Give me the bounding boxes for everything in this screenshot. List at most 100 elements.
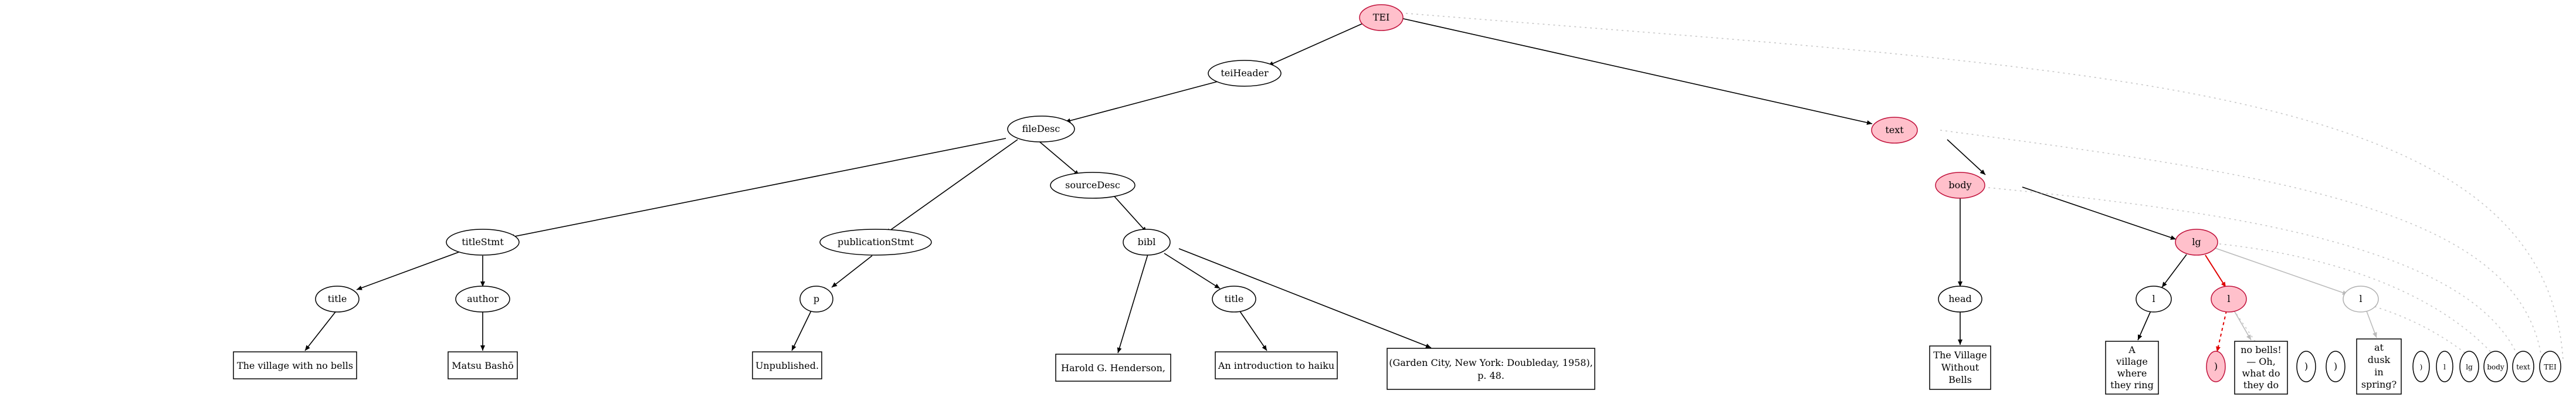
paren-node-red[interactable]: ) <box>2206 351 2226 382</box>
edge-p-leaf <box>791 309 812 351</box>
edge-bibl-henderson <box>1117 254 1148 354</box>
edge-title2-leaf <box>1238 309 1267 351</box>
edge-sourcedesc-bibl <box>1114 196 1147 233</box>
bibl-title-node[interactable]: title <box>1212 286 1256 313</box>
leaf-author-text[interactable]: Matsu Bashō <box>448 351 518 379</box>
edge-dotted-tei <box>1400 12 2564 361</box>
publicationstmt-label: publicationStmt <box>838 236 914 247</box>
svg-text:— Oh,: — Oh, <box>2246 356 2276 367</box>
edge-l3-leaf <box>2365 309 2377 338</box>
filedesc-label: fileDesc <box>1022 123 1060 134</box>
edge-dotted-l <box>2369 304 2476 361</box>
paren-node-1[interactable]: ) <box>2296 351 2316 382</box>
edge-titlestmt-title <box>356 252 459 290</box>
edge-lg-l3 <box>2209 246 2348 295</box>
bibl-title-label: title <box>1225 293 1244 304</box>
svg-text:The Village: The Village <box>1933 350 1987 361</box>
l-node-1[interactable]: l <box>2136 286 2172 313</box>
edge-title-leaf <box>304 309 338 351</box>
edge-lg-l1 <box>2161 254 2187 288</box>
mini-node-tei[interactable]: TEI <box>2539 351 2561 382</box>
leaf-head-text[interactable]: The Village Without Bells <box>1929 345 1991 390</box>
l-label-1: l <box>2152 293 2155 304</box>
l-node-2[interactable]: l <box>2211 286 2247 313</box>
svg-text:they do: they do <box>2243 379 2279 391</box>
edge-dotted-body <box>1988 187 2520 361</box>
p-label: p <box>814 293 819 304</box>
p-node[interactable]: p <box>799 286 833 313</box>
svg-text:Without: Without <box>1941 362 1980 373</box>
edge-tei-text <box>1398 17 1873 125</box>
svg-text:Matsu Bashō: Matsu Bashō <box>452 360 513 371</box>
edge-lg-l2 <box>2205 255 2226 288</box>
mini-node-text[interactable]: text <box>2512 351 2534 382</box>
leaf-henderson-text[interactable]: Harold G. Henderson, <box>1055 354 1171 382</box>
edge-body-lg <box>2022 186 2177 240</box>
text-label: text <box>1885 124 1904 135</box>
svg-text:l: l <box>2443 363 2446 371</box>
svg-text:lg: lg <box>2466 363 2473 371</box>
edge-teiheader-filedesc <box>1065 80 1221 123</box>
svg-text:Unpublished.: Unpublished. <box>755 360 819 371</box>
body-label: body <box>1948 179 1971 191</box>
leaf-title-text[interactable]: The village with no bells <box>233 351 357 379</box>
mini-node-l[interactable]: l <box>2436 351 2453 382</box>
edge-tei-teiheader <box>1267 22 1366 66</box>
svg-text:An introduction to haiku: An introduction to haiku <box>1218 360 1334 371</box>
bibl-label: bibl <box>1138 236 1156 247</box>
l-label-3: l <box>2359 293 2362 304</box>
leaf-l2-text[interactable]: no bells! — Oh, what do they do <box>2234 341 2288 395</box>
leaf-unpublished-text[interactable]: Unpublished. <box>752 351 822 379</box>
titlestmt-node[interactable]: titleStmt <box>446 229 520 256</box>
l-node-3[interactable]: l <box>2343 286 2379 313</box>
bibl-node[interactable]: bibl <box>1123 229 1171 256</box>
author-node[interactable]: author <box>455 286 510 313</box>
tei-node[interactable]: TEI <box>1359 4 1404 31</box>
mini-node-lg[interactable]: lg <box>2459 351 2479 382</box>
svg-text:village: village <box>2116 356 2148 367</box>
edge-publicationstmt-p <box>831 255 873 288</box>
svg-text:what do: what do <box>2242 368 2280 379</box>
publicationstmt-node[interactable]: publicationStmt <box>819 229 932 256</box>
paren-node-2[interactable]: ) <box>2326 351 2345 382</box>
svg-text:spring?: spring? <box>2361 379 2397 390</box>
leaf-garden-text[interactable]: (Garden City, New York: Doubleday, 1958)… <box>1387 348 1595 390</box>
lg-node[interactable]: lg <box>2175 229 2218 256</box>
leaf-l3-text[interactable]: at dusk in spring? <box>2356 338 2402 395</box>
edge-l1-leaf <box>2137 309 2152 341</box>
edge-bibl-title <box>1164 253 1221 289</box>
mini-node-paren[interactable]: ) <box>2412 351 2430 382</box>
edge-filedesc-titlestmt <box>509 138 1006 239</box>
teiheader-node[interactable]: teiHeader <box>1208 60 1282 87</box>
svg-text:no bells!: no bells! <box>2241 344 2282 355</box>
edge-l2-leaf <box>2233 309 2252 341</box>
leaf-l1-text[interactable]: A village where they ring <box>2105 341 2159 395</box>
svg-text:body: body <box>2487 363 2504 371</box>
edge-l2-paren <box>2216 310 2227 352</box>
body-node[interactable]: body <box>1935 172 1985 199</box>
svg-text:p. 48.: p. 48. <box>1477 370 1504 381</box>
filedesc-node[interactable]: fileDesc <box>1007 116 1075 142</box>
sourcedesc-label: sourceDesc <box>1065 179 1120 191</box>
head-node[interactable]: head <box>1938 286 1982 313</box>
title-node[interactable]: title <box>315 286 360 313</box>
svg-text:text: text <box>2516 363 2530 371</box>
svg-text:Harold G. Henderson,: Harold G. Henderson, <box>1061 362 1165 374</box>
leaf-intro-text[interactable]: An introduction to haiku <box>1215 351 1338 379</box>
svg-text:(Garden City, New York: Double: (Garden City, New York: Doubleday, 1958)… <box>1389 357 1593 368</box>
edge-dotted-text <box>1940 130 2543 361</box>
svg-text:in: in <box>2374 367 2383 378</box>
edge-filedesc-sourcedesc <box>1036 139 1080 176</box>
title-label: title <box>328 293 347 304</box>
text-node[interactable]: text <box>1871 117 1918 144</box>
svg-text:where: where <box>2117 368 2147 379</box>
teiheader-label: teiHeader <box>1221 67 1269 79</box>
svg-text:): ) <box>2304 361 2308 372</box>
edge-bibl-garden <box>1178 248 1432 348</box>
svg-text:): ) <box>2334 361 2337 372</box>
sourcedesc-node[interactable]: sourceDesc <box>1050 172 1136 199</box>
mini-node-body[interactable]: body <box>2483 351 2508 382</box>
titlestmt-label: titleStmt <box>462 236 504 247</box>
author-label: author <box>467 293 499 304</box>
